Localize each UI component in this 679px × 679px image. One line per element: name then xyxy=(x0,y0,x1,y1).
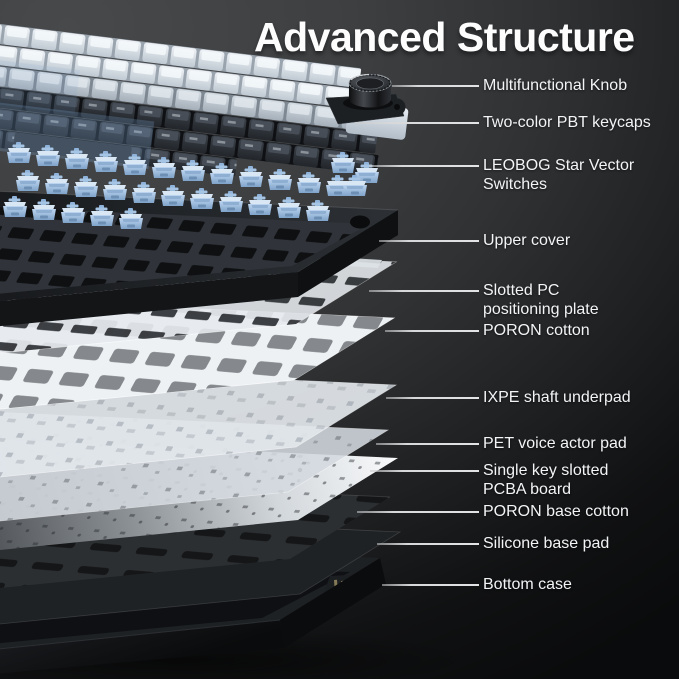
label-silicone-base-pad: Silicone base pad xyxy=(377,535,609,554)
leader-line xyxy=(376,443,479,445)
page-title: Advanced Structure xyxy=(254,14,635,60)
leader-line xyxy=(377,543,479,545)
leader-line xyxy=(392,85,479,87)
label-ixpe-underpad: IXPE shaft underpad xyxy=(386,389,631,408)
label-pbt-keycaps: Two-color PBT keycaps xyxy=(355,114,651,133)
leader-line xyxy=(386,397,479,399)
leader-line xyxy=(355,122,479,124)
leader-line xyxy=(370,470,479,472)
keycaps-graphic xyxy=(0,19,409,177)
leader-line xyxy=(382,584,479,586)
leader-line xyxy=(369,290,479,292)
label-poron-base-cotton: PORON base cotton xyxy=(357,503,629,522)
knob-graphic xyxy=(325,73,406,125)
label-pet-pad: PET voice actor pad xyxy=(376,435,627,454)
leader-line xyxy=(357,511,479,513)
leader-line xyxy=(385,330,479,332)
label-upper-cover: Upper cover xyxy=(379,232,570,251)
label-multifunctional-knob: Multifunctional Knob xyxy=(392,77,627,96)
leader-line xyxy=(379,240,479,242)
leader-line xyxy=(369,165,479,167)
label-poron-cotton: PORON cotton xyxy=(385,322,590,341)
label-bottom-case: Bottom case xyxy=(382,576,572,595)
